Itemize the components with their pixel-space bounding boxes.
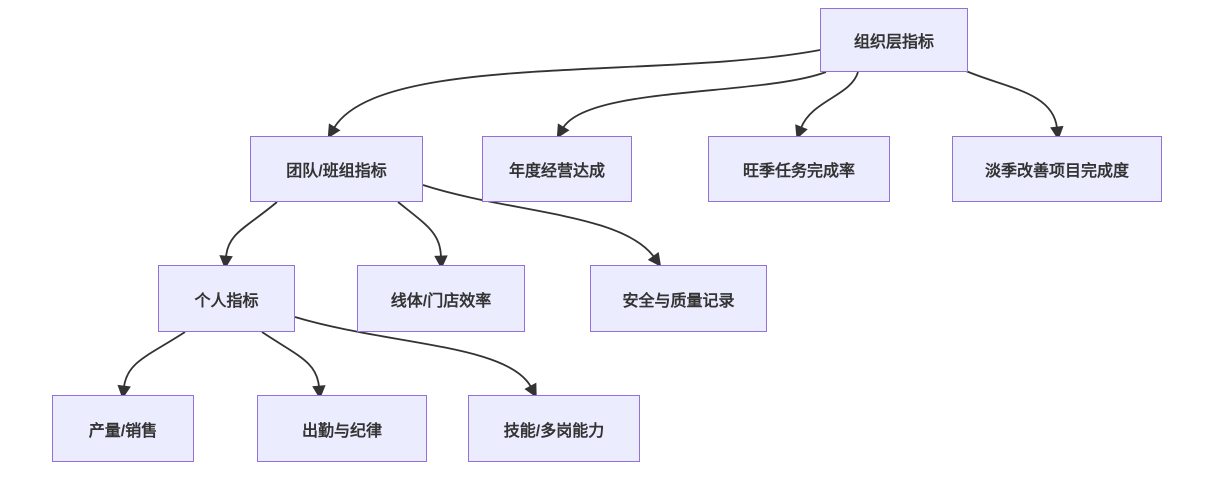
- node-label-team: 团队/班组指标: [286, 163, 387, 180]
- node-safety: 安全与质量记录: [590, 265, 767, 332]
- edge-org-to-peak: [795, 71, 859, 140]
- edge-team-to-personal: [219, 201, 278, 270]
- node-annual: 年度经营达成: [482, 136, 632, 202]
- edge-org-to-offpeak: [965, 70, 1064, 141]
- node-output: 产量/销售: [52, 395, 194, 462]
- node-org: 组织层指标: [820, 8, 968, 72]
- node-label-personal: 个人指标: [194, 292, 259, 310]
- node-personal: 个人指标: [158, 265, 295, 332]
- edge-personal-to-output: [117, 331, 186, 400]
- edge-personal-to-attendance: [261, 331, 326, 400]
- node-label-line_eff: 线体/门店效率: [390, 292, 492, 310]
- node-label-attendance: 出勤与纪律: [301, 422, 382, 440]
- edge-team-to-safety: [422, 184, 662, 267]
- node-label-org: 组织层指标: [853, 34, 934, 51]
- node-attendance: 出勤与纪律: [257, 395, 427, 462]
- edge-org-to-annual: [556, 71, 827, 139]
- node-label-safety: 安全与质量记录: [622, 292, 735, 310]
- edge-org-to-team: [327, 49, 821, 139]
- node-label-skill: 技能/多岗能力: [503, 422, 605, 440]
- node-line_eff: 线体/门店效率: [357, 265, 525, 332]
- node-label-output: 产量/销售: [88, 422, 158, 440]
- edge-team-to-line_eff: [397, 201, 448, 270]
- node-label-annual: 年度经营达成: [508, 163, 605, 180]
- node-skill: 技能/多岗能力: [468, 395, 640, 462]
- node-offpeak: 淡季改善项目完成度: [952, 136, 1162, 202]
- node-team: 团队/班组指标: [250, 136, 423, 202]
- node-label-offpeak: 淡季改善项目完成度: [984, 163, 1129, 180]
- node-label-peak: 旺季任务完成率: [742, 163, 855, 180]
- node-peak: 旺季任务完成率: [708, 136, 890, 202]
- edge-personal-to-skill: [294, 316, 537, 398]
- edges-group: [117, 49, 1064, 400]
